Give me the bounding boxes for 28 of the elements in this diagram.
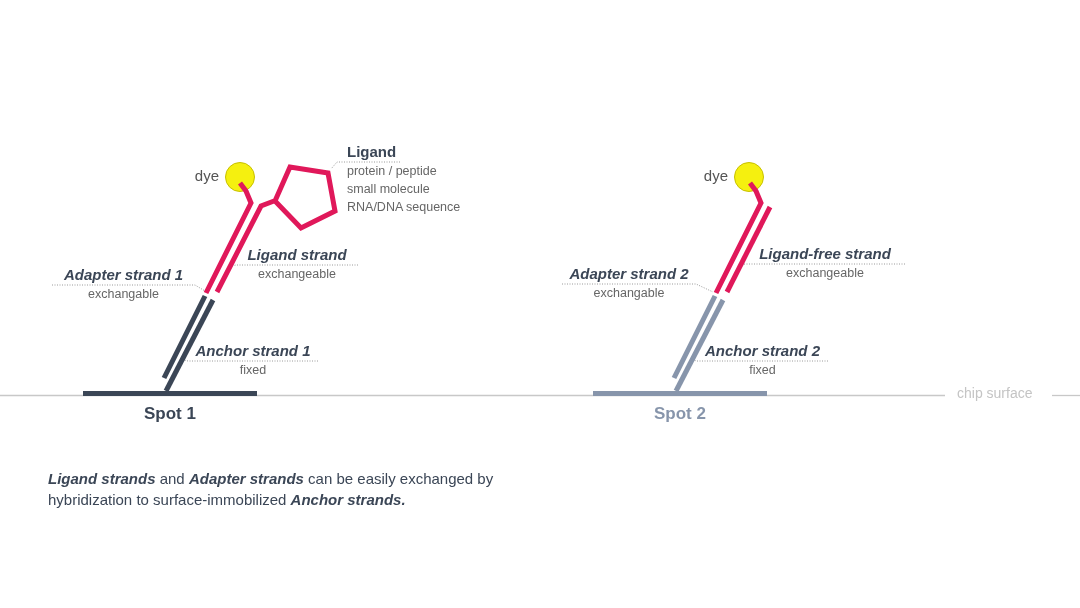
leader-line [330, 161, 401, 170]
dye-label: dye [703, 167, 728, 184]
caption-text: Ligand strands and Adapter strands can be easily exchanged by hybridization to surface-immobilized Anchor strands. [48, 469, 495, 510]
spot-label: Spot 2 [654, 404, 706, 424]
leader-line [51, 284, 206, 292]
label-note: exchangable [592, 285, 666, 302]
spot-label: Spot 1 [144, 404, 196, 424]
strand-label: Anchor strand 2 [705, 341, 820, 361]
label-note: exchangable [87, 286, 160, 303]
label-note: protein / peptide [347, 163, 438, 180]
ligand-pentagon [272, 164, 338, 232]
label-note: fixed [748, 362, 777, 379]
label-note: exchangeable [785, 265, 865, 282]
dye-label: dye [194, 167, 219, 184]
dye-circle [734, 162, 764, 192]
strand-label: Anchor strand 1 [195, 341, 311, 361]
label-note: exchangeable [257, 266, 337, 283]
strand-label: Ligand strand [247, 245, 347, 265]
surface-label: chip surface [957, 385, 1033, 401]
strand-label: Ligand [347, 142, 397, 162]
strand-label: Adapter strand 1 [63, 265, 184, 285]
strand-label: Adapter strand 2 [569, 264, 689, 284]
label-note: small molecule [347, 181, 431, 198]
leader-line [561, 283, 714, 293]
strand-label: Ligand-free strand [759, 244, 891, 264]
dye-circle [225, 162, 255, 192]
label-note: RNA/DNA sequence [347, 199, 462, 216]
label-note: fixed [238, 362, 268, 379]
